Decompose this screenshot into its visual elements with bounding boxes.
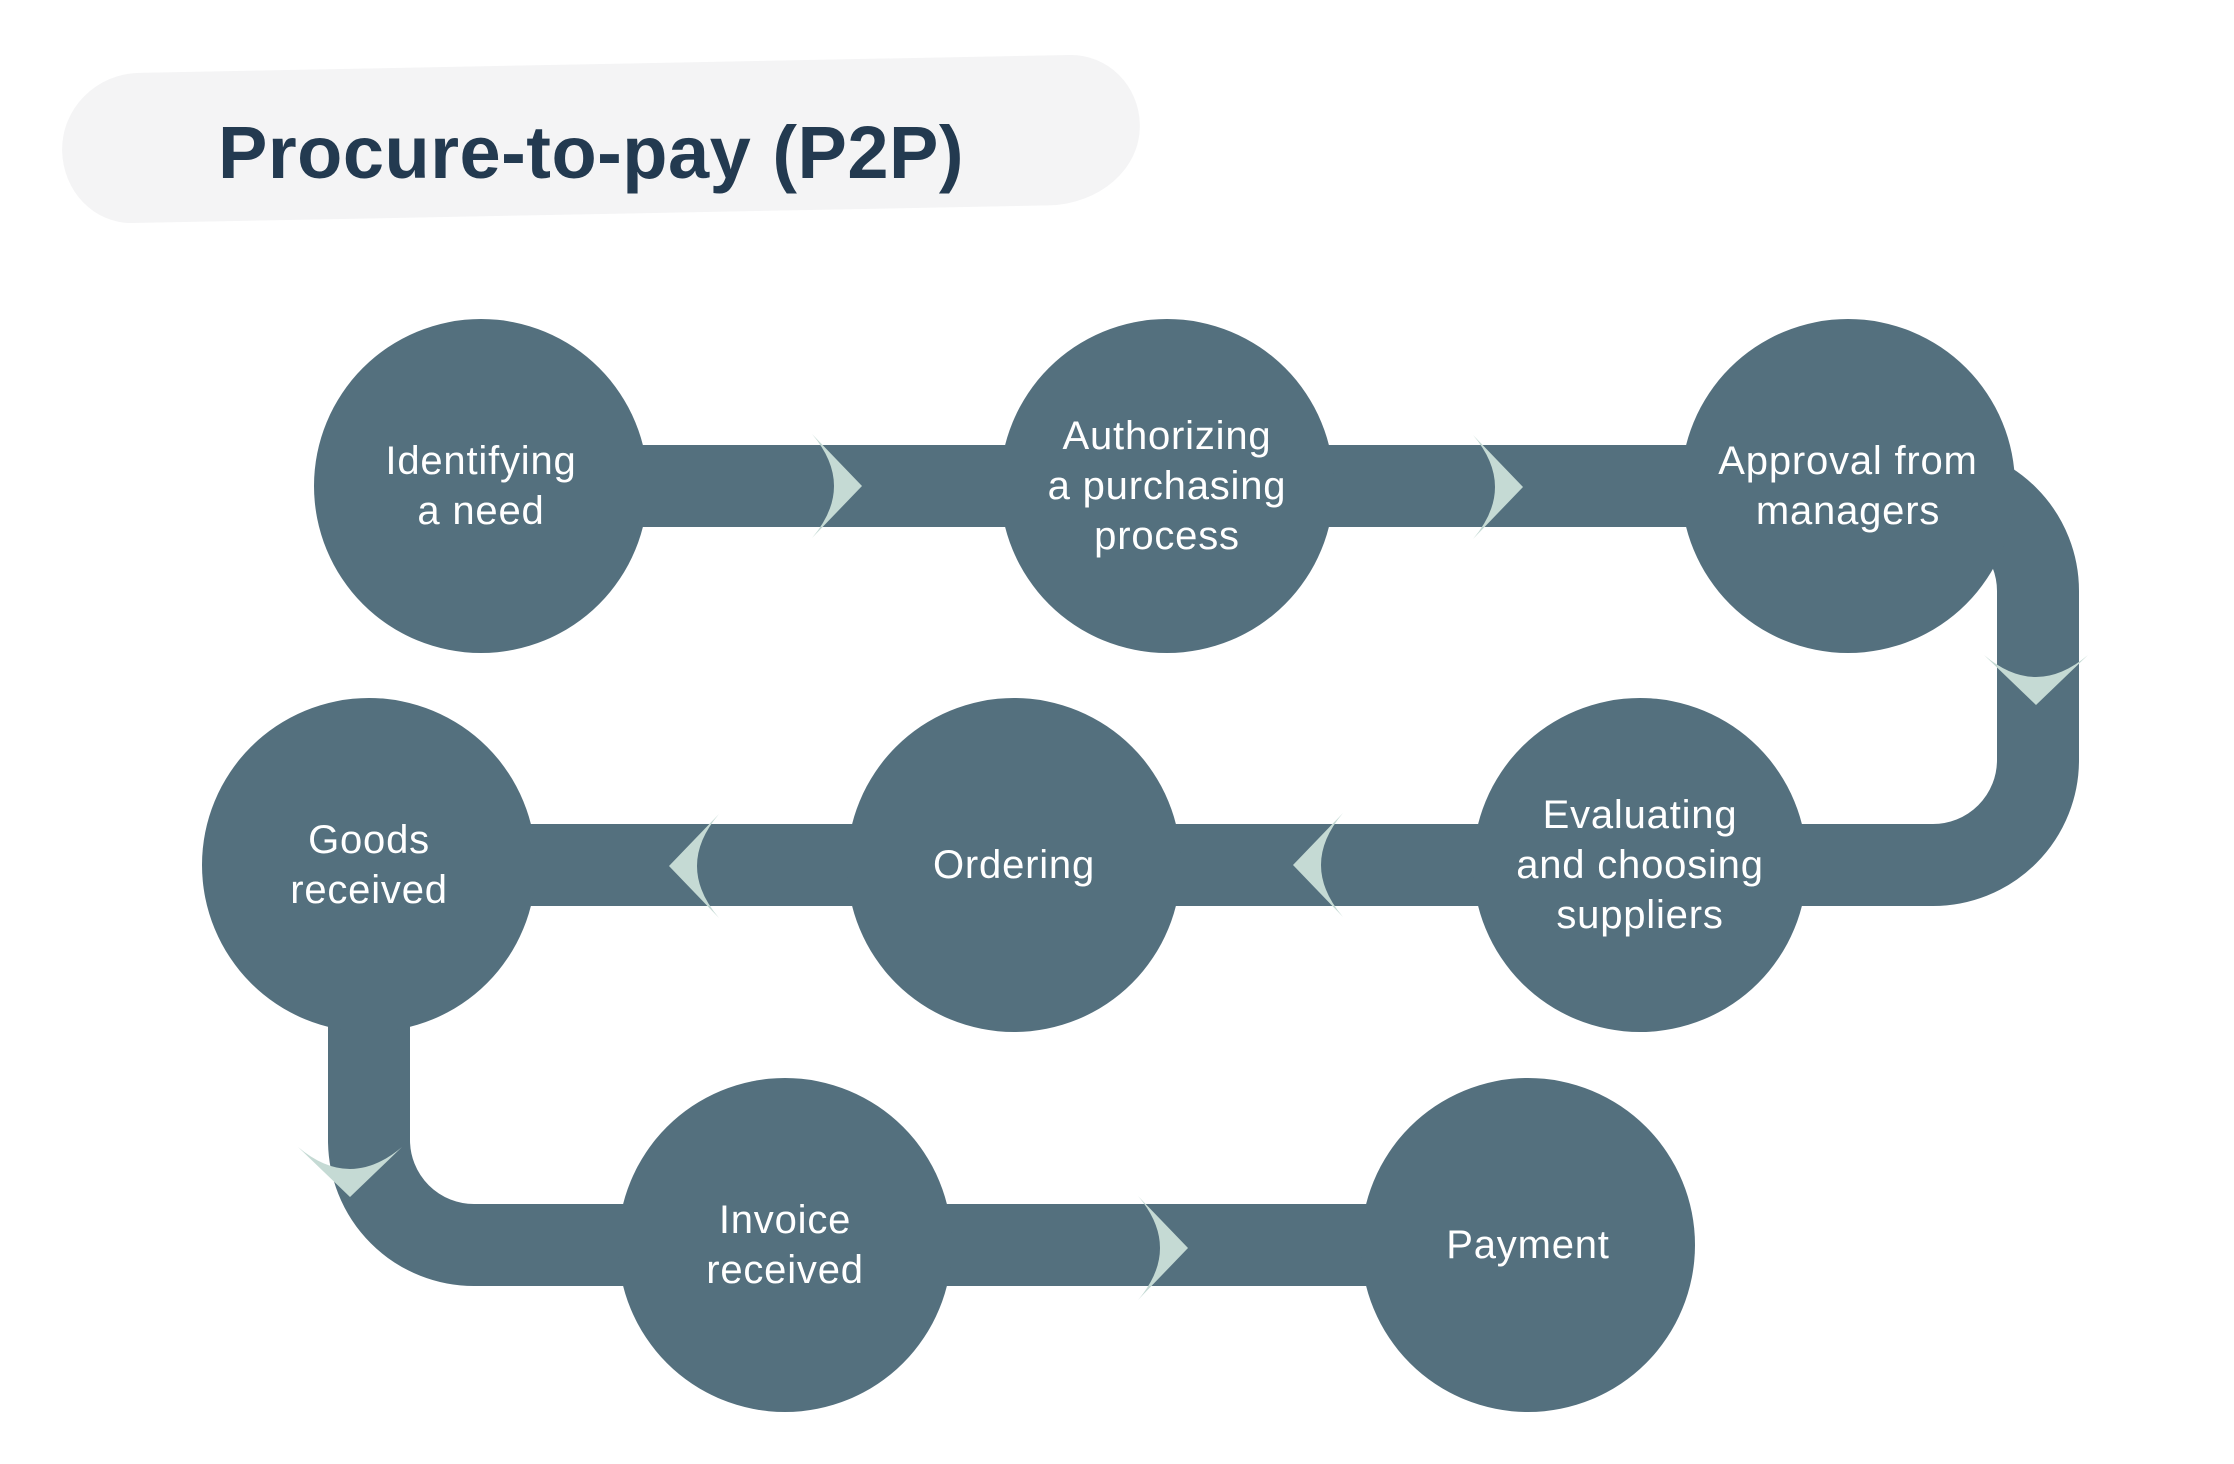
node-circle-payment: [1361, 1078, 1695, 1412]
flow-arrow-1-right-chevron-icon: [812, 434, 862, 538]
flow-arrow-6-down-chevron-icon: [298, 1147, 402, 1197]
flow-arrow-5-left-chevron-icon: [669, 814, 719, 918]
node-circle-identifying-a-need: [314, 319, 648, 653]
node-circle-evaluating-suppliers: [1473, 698, 1807, 1032]
flow-arrow-3-down-chevron-icon: [1984, 655, 2088, 705]
node-circle-invoice-received: [618, 1078, 952, 1412]
flow-arrow-2-right-chevron-icon: [1473, 435, 1523, 539]
node-payment: Payment: [1361, 1078, 1695, 1412]
node-ordering: Ordering: [847, 698, 1181, 1032]
node-circle-ordering: [847, 698, 1181, 1032]
flow-connector-path: [328, 445, 2079, 1286]
node-circle-approval-managers: [1681, 319, 2015, 653]
node-label-ordering: Ordering: [933, 843, 1095, 887]
node-circle-authorizing-process: [1000, 319, 1334, 653]
node-label-payment: Payment: [1446, 1223, 1609, 1267]
node-circle-goods-received: [202, 698, 536, 1032]
flow-arrow-7-right-chevron-icon: [1138, 1196, 1188, 1300]
flow-arrow-4-left-chevron-icon: [1293, 813, 1343, 917]
page-title: Procure-to-pay (P2P): [218, 111, 965, 194]
